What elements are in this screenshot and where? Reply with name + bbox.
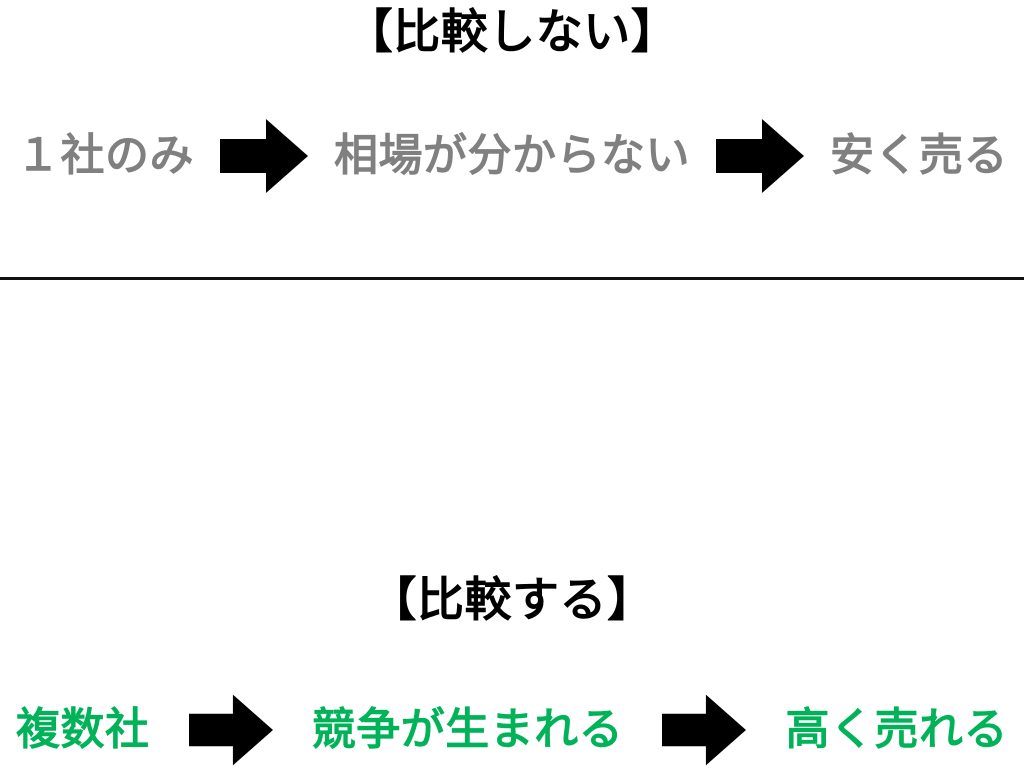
arrow-right-icon <box>220 119 308 193</box>
flow-step-label-competition-arises: 競争が生まれる <box>311 704 624 755</box>
flow-row-no-comparison: １社のみ 相場が分からない 安く売る <box>0 118 1024 194</box>
arrow-right-icon <box>662 692 747 768</box>
section-with-comparison-heading: 【比較する】 <box>369 573 655 628</box>
flow-row-with-comparison: 複数社 競争が生まれる 高く売れる <box>0 690 1024 770</box>
flow-step-label-multiple-companies: 複数社 <box>16 704 150 755</box>
flow-step-label-sell-high: 高く売れる <box>785 704 1008 755</box>
section-with-comparison: 【比較する】 複数社 競争が生まれる 高く売れる <box>0 280 1024 766</box>
section-no-comparison-heading: 【比較しない】 <box>345 5 679 60</box>
flow-step-label-single-company: １社のみ <box>16 130 194 181</box>
flow-step-label-sell-cheap: 安く売る <box>830 130 1008 181</box>
arrow-right-icon <box>188 692 273 768</box>
arrow-right-icon <box>716 119 804 193</box>
section-no-comparison: 【比較しない】 １社のみ 相場が分からない 安く売る <box>0 0 1024 278</box>
section-divider <box>0 277 1024 280</box>
flow-step-label-unknown-market-price: 相場が分からない <box>334 130 690 181</box>
